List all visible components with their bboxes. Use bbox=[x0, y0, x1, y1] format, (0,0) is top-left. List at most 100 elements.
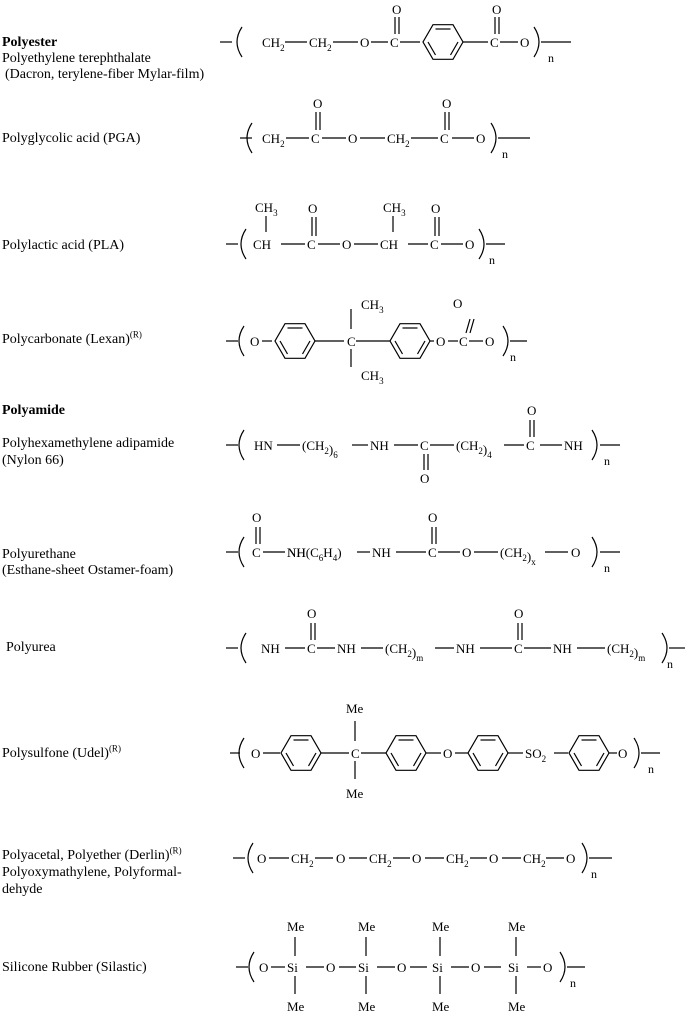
atom-symbol: O bbox=[485, 334, 494, 349]
silicon-atom: Si bbox=[358, 960, 369, 975]
atom-symbol: ) bbox=[412, 645, 416, 660]
benzene-ring bbox=[467, 735, 509, 771]
atom-symbol: ( bbox=[500, 545, 504, 560]
label-pla: Polylactic acid (PLA) bbox=[2, 238, 125, 253]
atom-label: O bbox=[428, 510, 437, 525]
atom-symbol: O bbox=[251, 746, 260, 761]
group-label: (CH2)m bbox=[607, 641, 645, 663]
atom-label: NH bbox=[337, 641, 356, 656]
subscript: 4 bbox=[487, 450, 492, 460]
subscript: 2 bbox=[407, 649, 412, 659]
atom-symbol: C bbox=[252, 545, 261, 560]
atom-label: O bbox=[348, 131, 357, 146]
label-acetal-line3: dehyde bbox=[2, 882, 43, 897]
label-pga: Polyglycolic acid (PGA) bbox=[2, 131, 141, 146]
atom-symbol: 4 bbox=[333, 553, 338, 563]
atom-label: O bbox=[520, 35, 529, 50]
right-bracket bbox=[533, 26, 540, 58]
atom-label: CH2 bbox=[387, 131, 410, 149]
atom-symbol: Me bbox=[508, 919, 526, 934]
atom-label: HN bbox=[254, 438, 273, 453]
atom-label: O bbox=[308, 201, 317, 216]
atom-symbol: O bbox=[257, 851, 266, 866]
atom-label: O bbox=[443, 746, 452, 761]
atom-symbol: H bbox=[323, 545, 332, 560]
subscript: 2 bbox=[280, 43, 285, 53]
atom-symbol: O bbox=[462, 545, 471, 560]
atom-symbol: O bbox=[308, 201, 317, 216]
atom-label: O bbox=[307, 606, 316, 621]
atom-symbol: CH bbox=[291, 851, 309, 866]
atom-label: O bbox=[527, 403, 536, 418]
atom-label: NH bbox=[553, 641, 572, 656]
atom-symbol: C bbox=[459, 334, 468, 349]
heading-polyester: Polyester bbox=[2, 35, 58, 50]
atom-symbol: CH bbox=[361, 297, 379, 312]
atom-symbol: O bbox=[326, 960, 335, 975]
atom-label: Me bbox=[358, 919, 376, 934]
atom-label: CH2 bbox=[291, 851, 314, 869]
atom-symbol: C bbox=[420, 438, 429, 453]
benzene-ring bbox=[389, 323, 431, 359]
group-label: (CH2)4 bbox=[456, 438, 492, 460]
atom-symbol: O bbox=[476, 131, 485, 146]
atom-symbol: ) bbox=[527, 549, 531, 564]
atom-label: C bbox=[440, 131, 449, 146]
repeat-subscript: n bbox=[510, 350, 516, 364]
atom-symbol: CH bbox=[369, 851, 387, 866]
subscript: 2 bbox=[309, 859, 314, 869]
atom-symbol: C bbox=[526, 438, 535, 453]
repeat-subscript: n bbox=[604, 561, 610, 575]
subscript: 2 bbox=[280, 139, 285, 149]
label-polyurea: Polyurea bbox=[6, 640, 56, 655]
left-bracket bbox=[240, 632, 247, 664]
label-polysulfone-name: Polysulfone (Udel) bbox=[2, 746, 109, 761]
ring-double-bond bbox=[412, 752, 422, 767]
atom-symbol: O bbox=[313, 96, 322, 111]
atom-symbol: CH bbox=[611, 641, 629, 656]
bond bbox=[469, 318, 475, 334]
atom-label: O bbox=[566, 851, 575, 866]
atom-symbol: CH bbox=[383, 200, 401, 215]
atom-label: O bbox=[436, 334, 445, 349]
atom-symbol: O bbox=[492, 2, 501, 17]
label-pet-name: Polyethylene terephthalate bbox=[2, 51, 151, 66]
atom-label: O bbox=[313, 96, 322, 111]
atom-label: O bbox=[543, 960, 552, 975]
atom-symbol: Me bbox=[346, 701, 364, 716]
benzene-ring bbox=[422, 24, 464, 60]
atom-symbol: O bbox=[250, 334, 259, 349]
atom-symbol: O bbox=[443, 746, 452, 761]
atom-symbol: O bbox=[471, 960, 480, 975]
atom-symbol: O bbox=[543, 960, 552, 975]
ring-double-bond bbox=[449, 41, 459, 56]
subscript: 6 bbox=[333, 450, 338, 460]
atom-symbol: Me bbox=[508, 999, 526, 1011]
subscript: m bbox=[638, 653, 645, 663]
ring-double-bond bbox=[307, 752, 317, 767]
atom-symbol: ) bbox=[634, 645, 638, 660]
label-acetal-line2: Polyoxymathylene, Polyformal- bbox=[2, 865, 182, 880]
label-polysulfone: Polysulfone (Udel)(R) bbox=[2, 744, 121, 762]
atom-symbol: O bbox=[252, 510, 261, 525]
left-bracket bbox=[236, 26, 243, 58]
benzene-ring bbox=[274, 323, 316, 359]
atom-label: C bbox=[420, 438, 429, 453]
atom-label: C bbox=[307, 641, 316, 656]
subscript: 2 bbox=[629, 649, 634, 659]
atom-label: CH3 bbox=[361, 368, 384, 386]
atom-label: CH2 bbox=[262, 35, 285, 53]
atom-label: NH bbox=[456, 641, 475, 656]
atom-label: O bbox=[618, 746, 627, 761]
subscript: 2 bbox=[541, 859, 546, 869]
left-bracket bbox=[246, 122, 253, 154]
atom-label: CH3 bbox=[255, 200, 278, 218]
ring-double-bond bbox=[285, 752, 295, 767]
atom-label: O bbox=[251, 746, 260, 761]
atom-symbol: O bbox=[342, 237, 351, 252]
atom-label: O bbox=[336, 851, 345, 866]
right-bracket bbox=[633, 737, 640, 769]
atom-symbol: O bbox=[428, 510, 437, 525]
atom-symbol: Si bbox=[287, 960, 298, 975]
